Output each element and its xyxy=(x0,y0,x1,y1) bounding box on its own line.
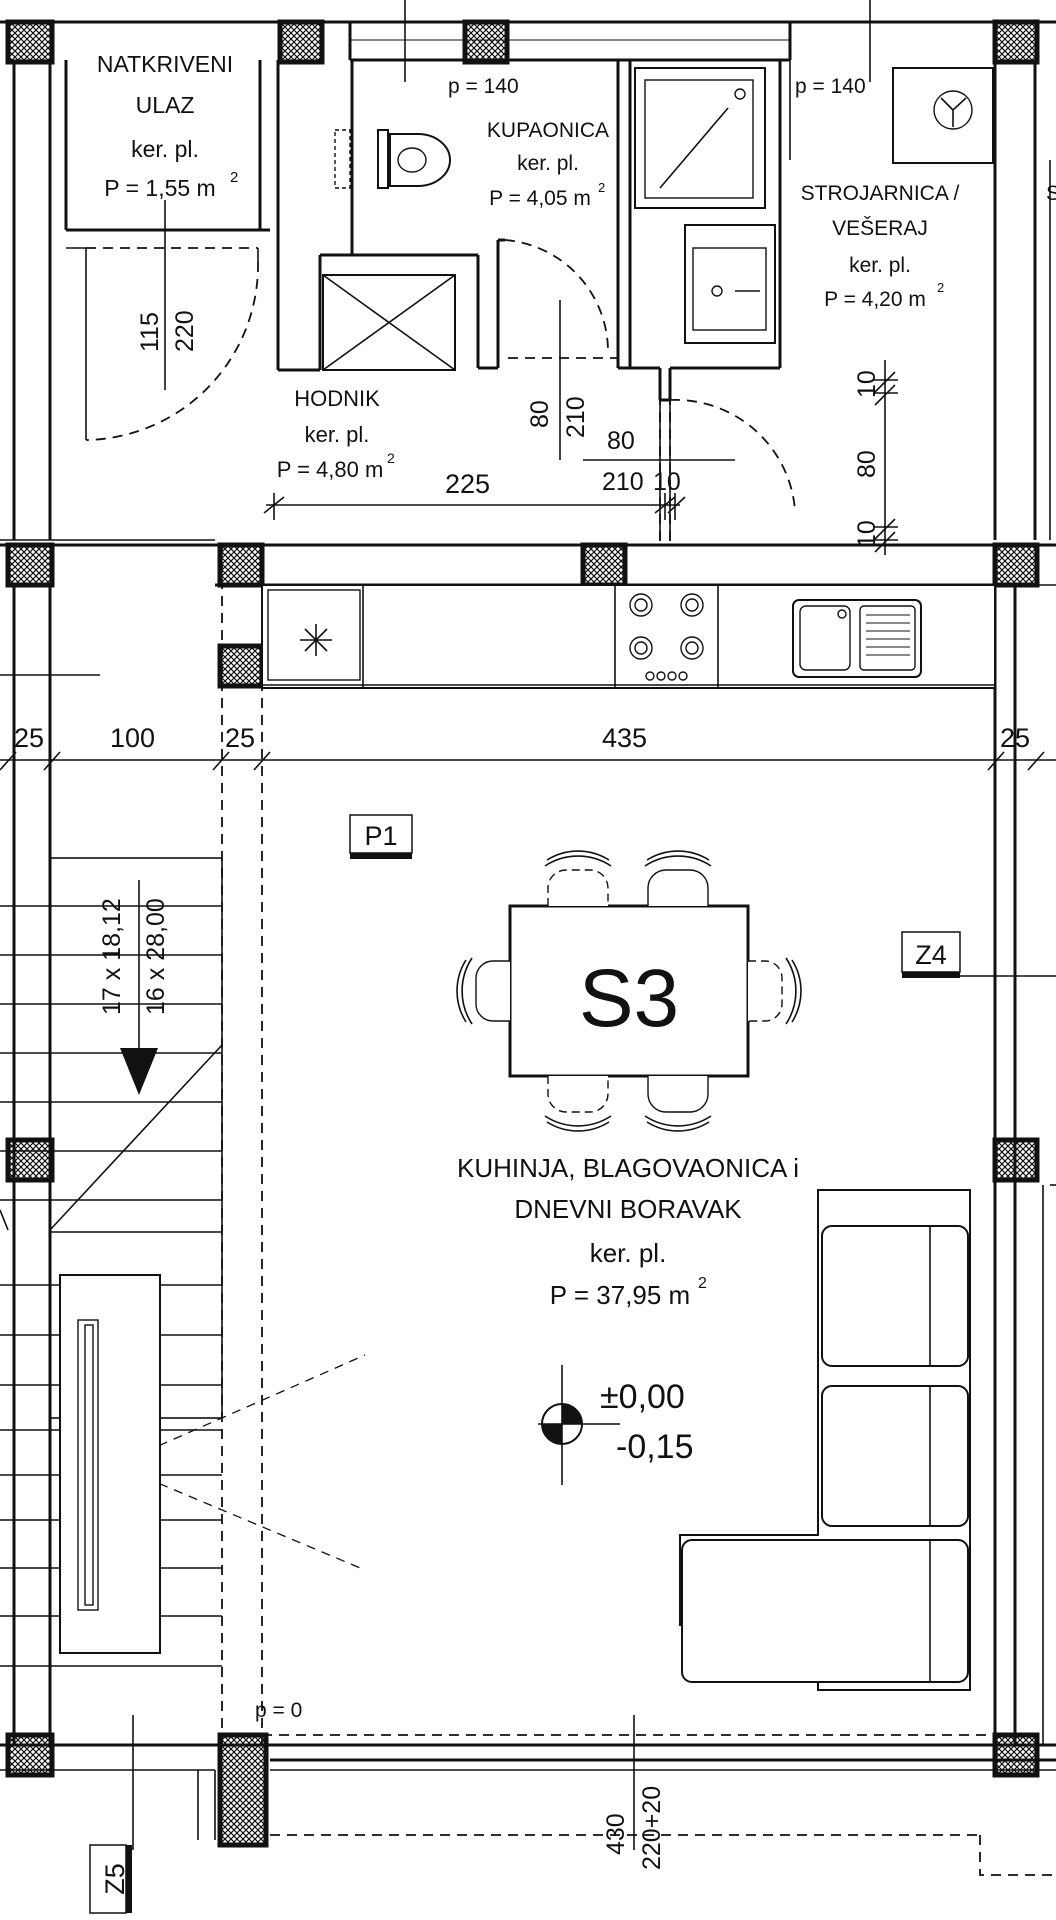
parapet-label: p = 140 xyxy=(795,75,866,98)
tv-unit xyxy=(59,1274,161,1654)
sofa xyxy=(679,1189,971,1691)
svg-text:100: 100 xyxy=(110,723,155,753)
svg-text:ker. pl.: ker. pl. xyxy=(305,422,370,447)
elevation-marker: ±0,00 -0,15 xyxy=(538,1365,694,1485)
svg-text:P = 4,20 m: P = 4,20 m xyxy=(824,288,926,311)
svg-text:VEŠERAJ: VEŠERAJ xyxy=(832,217,928,240)
room-label-natkriveni-ulaz: NATKRIVENI ULAZ ker. pl. P = 1,55 m 2 xyxy=(97,51,239,201)
room-label-hodnik: HODNIK ker. pl. P = 4,80 m 2 xyxy=(277,386,395,482)
dining-set: S3 xyxy=(456,850,802,1132)
tag-z5: Z5 xyxy=(89,1844,132,1914)
svg-text:ker. pl.: ker. pl. xyxy=(590,1238,667,1268)
svg-text:P = 4,05 m: P = 4,05 m xyxy=(489,187,591,210)
space-code: S3 xyxy=(579,953,679,1044)
svg-text:10: 10 xyxy=(853,370,881,398)
svg-text:80: 80 xyxy=(853,450,881,478)
svg-text:16 x 28,00: 16 x 28,00 xyxy=(142,898,170,1015)
svg-text:NATKRIVENI: NATKRIVENI xyxy=(97,51,233,77)
svg-text:ULAZ: ULAZ xyxy=(136,92,195,118)
room-label-kupaonica: KUPAONICA ker. pl. P = 4,05 m 2 xyxy=(487,119,609,210)
svg-text:435: 435 xyxy=(602,723,647,753)
columns xyxy=(5,19,1040,1848)
svg-text:HODNIK: HODNIK xyxy=(294,386,380,411)
svg-text:P = 37,95 m: P = 37,95 m xyxy=(550,1280,690,1310)
sink-icon xyxy=(792,599,922,678)
svg-text:2: 2 xyxy=(230,169,238,186)
room-label-strojarnica: STROJARNICA / VEŠERAJ ker. pl. P = 4,20 … xyxy=(801,182,960,311)
room-label-kuhinja: KUHINJA, BLAGOVAONICA i DNEVNI BORAVAK k… xyxy=(457,1153,799,1310)
tag-p1: P1 xyxy=(349,814,413,859)
svg-text:25: 25 xyxy=(14,723,44,753)
bathroom-fixtures xyxy=(322,67,994,371)
svg-text:25: 25 xyxy=(1000,723,1030,753)
parapet-label: p = 140 xyxy=(448,75,519,98)
svg-text:ker. pl.: ker. pl. xyxy=(517,152,579,175)
elevation-top: ±0,00 xyxy=(600,1378,685,1416)
svg-text:P = 4,80 m: P = 4,80 m xyxy=(277,457,384,482)
svg-text:225: 225 xyxy=(445,469,490,499)
svg-text:10: 10 xyxy=(853,520,881,548)
stair-direction-arrow-icon xyxy=(120,1048,158,1095)
svg-text:STROJARNICA /: STROJARNICA / xyxy=(801,182,960,205)
dimension-lines: 115 220 80 210 80 210 10 225 10 80 10 xyxy=(0,200,1056,1870)
svg-text:430: 430 xyxy=(602,1813,630,1855)
chair-bottom-right xyxy=(644,1076,712,1132)
svg-text:KUHINJA, BLAGOVAONICA i: KUHINJA, BLAGOVAONICA i xyxy=(457,1153,799,1183)
edge-letter: S xyxy=(1046,182,1056,205)
svg-text:10: 10 xyxy=(653,468,681,496)
elevation-bottom: -0,15 xyxy=(616,1428,694,1466)
svg-text:ker. pl.: ker. pl. xyxy=(131,136,199,162)
svg-text:P1: P1 xyxy=(364,821,397,851)
cooktop-icon xyxy=(629,593,704,681)
staircase xyxy=(0,857,223,1667)
svg-text:210: 210 xyxy=(562,396,590,438)
chair-bottom-left xyxy=(544,1076,612,1132)
chair-right xyxy=(748,957,802,1025)
chair-top-left xyxy=(544,850,612,906)
parapet-label: p = 0 xyxy=(255,1699,302,1722)
svg-text:KUPAONICA: KUPAONICA xyxy=(487,119,609,142)
svg-text:115: 115 xyxy=(136,312,164,352)
svg-text:220+20: 220+20 xyxy=(638,1786,666,1870)
kitchen-counter xyxy=(261,584,996,689)
svg-text:220: 220 xyxy=(171,310,199,352)
svg-text:Z4: Z4 xyxy=(915,940,947,970)
svg-text:2: 2 xyxy=(387,450,395,466)
tag-z4: Z4 xyxy=(901,931,1056,978)
svg-text:Z5: Z5 xyxy=(100,1863,130,1895)
chair-left xyxy=(456,957,510,1025)
svg-text:210: 210 xyxy=(602,468,644,496)
svg-text:2: 2 xyxy=(937,280,944,295)
svg-text:P = 1,55 m: P = 1,55 m xyxy=(104,175,215,201)
svg-text:17 x 18,12: 17 x 18,12 xyxy=(98,898,126,1015)
svg-text:2: 2 xyxy=(598,180,605,195)
chair-top-right xyxy=(644,850,712,906)
svg-text:ker. pl.: ker. pl. xyxy=(849,254,911,277)
svg-text:80: 80 xyxy=(526,400,554,428)
svg-text:2: 2 xyxy=(698,1275,707,1292)
svg-text:80: 80 xyxy=(607,427,635,455)
svg-text:DNEVNI BORAVAK: DNEVNI BORAVAK xyxy=(514,1194,742,1224)
svg-text:25: 25 xyxy=(225,723,255,753)
